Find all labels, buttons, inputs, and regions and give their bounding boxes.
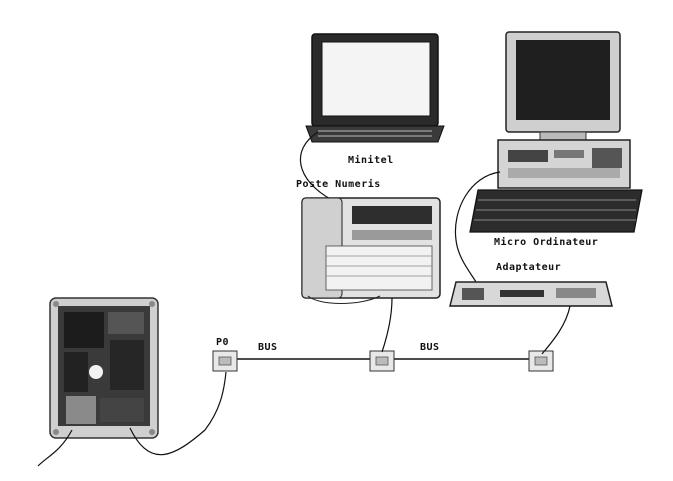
socket-p0 (212, 350, 238, 372)
poste-numeris-phone (301, 197, 441, 304)
label-bus-right: BUS (420, 342, 440, 353)
adaptateur-device (449, 281, 613, 307)
label-poste-numeris: Poste Numeris (296, 179, 381, 190)
cable-poste-socket (381, 297, 393, 353)
cable-controlbox-left (37, 429, 73, 467)
label-micro-ordinateur: Micro Ordinateur (494, 237, 599, 248)
cable-adaptateur-socket (541, 305, 571, 355)
control-box (49, 297, 159, 439)
minitel-terminal (305, 33, 445, 143)
label-p0: P0 (216, 337, 230, 348)
cable-minitel-poste (299, 131, 333, 201)
cable-controlbox-p0 (129, 371, 227, 456)
cable-computer-adaptateur (454, 171, 501, 283)
socket-right (528, 350, 554, 372)
label-minitel: Minitel (348, 155, 394, 166)
label-bus-left: BUS (258, 342, 278, 353)
label-adaptateur: Adaptateur (496, 262, 562, 273)
socket-middle (369, 350, 395, 372)
micro-ordinateur-computer (469, 31, 643, 233)
